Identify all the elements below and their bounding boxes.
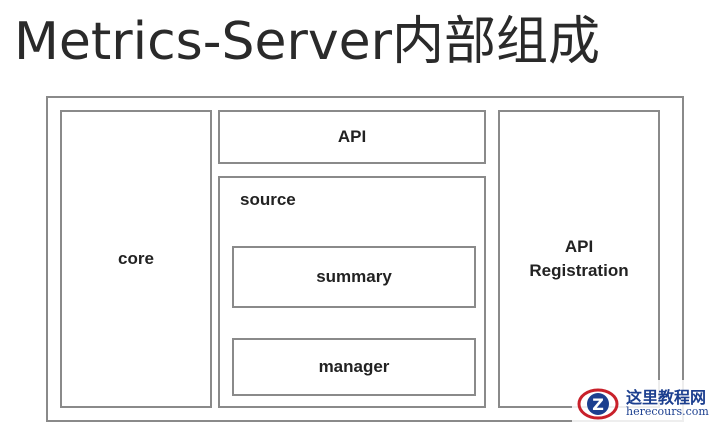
source-box: source [218,176,486,408]
site-logo-icon: Z [577,388,619,420]
manager-box: manager [232,338,476,396]
source-label: source [240,190,296,209]
watermark-site-name: 这里教程网 [626,388,707,407]
api-registration-box: API Registration [498,110,660,408]
core-box: core [60,110,212,408]
diagram-title: Metrics-Server内部组成 [14,12,601,72]
api-registration-label: API Registration [529,237,629,280]
api-box: API [218,110,486,164]
api-label: API [337,127,367,146]
watermark-url[interactable]: herecours.com [626,405,709,418]
watermark: Z 这里教程网 herecours.com [572,380,720,426]
summary-label: summary [316,267,392,286]
outer-frame [46,96,684,422]
summary-box: summary [232,246,476,308]
manager-label: manager [318,357,390,376]
core-label: core [118,249,154,268]
logo-letter: Z [592,395,604,414]
